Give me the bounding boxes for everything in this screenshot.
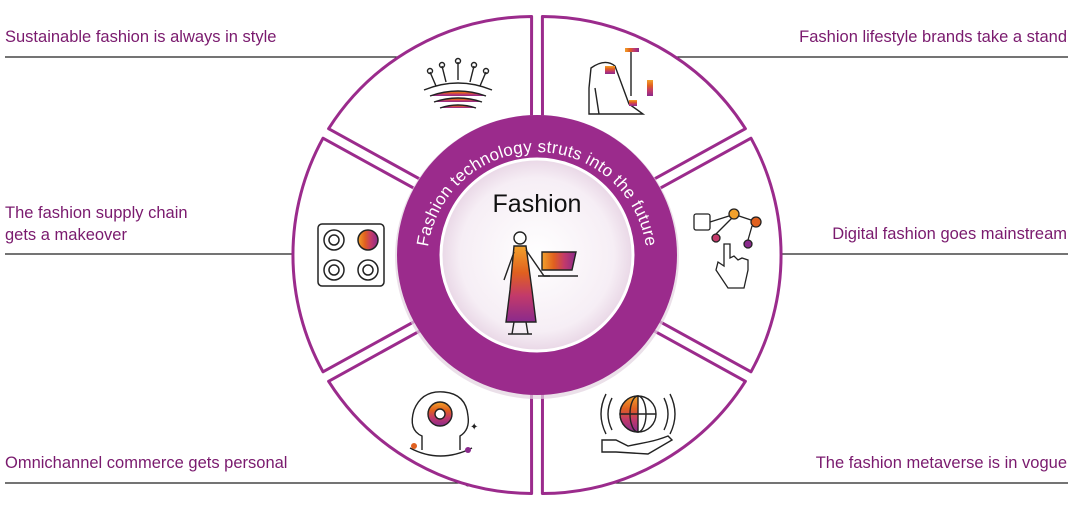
globe-hand-icon xyxy=(600,393,676,455)
label-omnichannel: Omnichannel commerce gets personal xyxy=(5,454,288,472)
inner-disc xyxy=(439,157,635,353)
label-digital: Digital fashion goes mainstream xyxy=(832,225,1067,243)
touch-network-icon xyxy=(693,208,762,289)
person-laptop-icon xyxy=(503,231,578,335)
high-heel-icon xyxy=(588,48,653,115)
sprout-icon xyxy=(423,57,493,109)
label-sustainable: Sustainable fashion is always in style xyxy=(5,28,277,46)
gear-head-icon: ✦ xyxy=(409,391,478,457)
svg-text:✦: ✦ xyxy=(470,422,478,433)
label-metaverse: The fashion metaverse is in vogue xyxy=(815,454,1067,472)
center-title: Fashion xyxy=(492,190,582,218)
leader-lines xyxy=(5,56,1068,484)
conveyor-icon xyxy=(317,223,385,287)
label-lifestyle: Fashion lifestyle brands take a stand xyxy=(799,28,1067,46)
label-supply-chain: The fashion supply chain gets a makeover xyxy=(5,204,188,244)
